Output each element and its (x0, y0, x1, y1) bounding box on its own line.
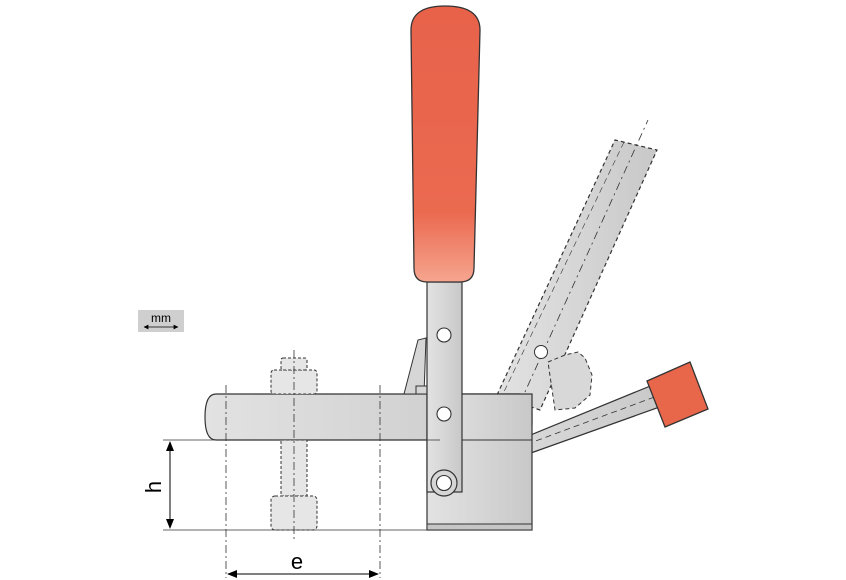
pivot-bracket (403, 337, 429, 395)
open-position-handle-grip (646, 361, 709, 428)
link-bracket (547, 351, 593, 411)
handle-grip (410, 5, 481, 283)
dimension-h: h (141, 441, 174, 529)
unit-badge: mm (138, 310, 184, 332)
unit-label: mm (151, 311, 171, 325)
dimension-h-label: h (141, 481, 166, 493)
dimension-e-label: e (291, 549, 303, 574)
dimension-e: e (227, 549, 379, 578)
vertical-lever (426, 281, 463, 497)
extension-lines (163, 350, 440, 578)
